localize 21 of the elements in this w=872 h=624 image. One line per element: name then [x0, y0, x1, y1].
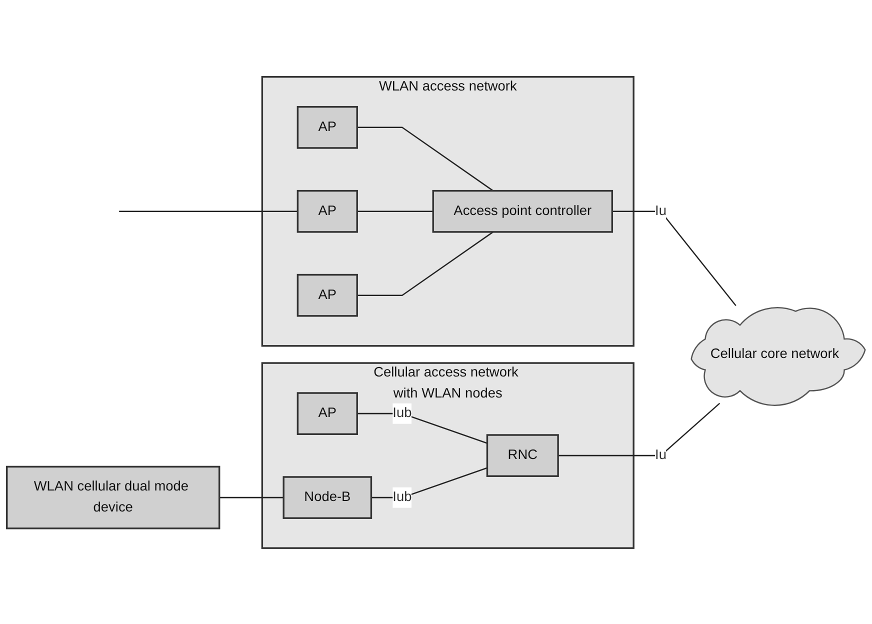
- connector: [612, 210, 736, 306]
- node-box: AP: [296, 106, 358, 148]
- connector: [357, 210, 434, 212]
- edge-label: Iu: [655, 447, 666, 462]
- connector: [371, 466, 488, 498]
- node-box: AP: [296, 273, 358, 316]
- edge-label: Iub: [392, 405, 412, 420]
- edge-label: Iub: [392, 489, 412, 504]
- connector: [357, 126, 494, 191]
- node-box: WLAN cellular dual mode device: [6, 465, 220, 529]
- connector: [119, 210, 298, 212]
- connector: [219, 496, 284, 498]
- connector: [357, 230, 494, 296]
- connector: [558, 402, 720, 456]
- node-box: AP: [296, 189, 358, 232]
- node-box: Access point controller: [432, 189, 614, 232]
- connector: [357, 412, 488, 444]
- node-box: RNC: [486, 434, 559, 476]
- edge-label: Iu: [655, 203, 666, 218]
- node-box: AP: [296, 392, 358, 435]
- node-box: Node-B: [282, 476, 372, 518]
